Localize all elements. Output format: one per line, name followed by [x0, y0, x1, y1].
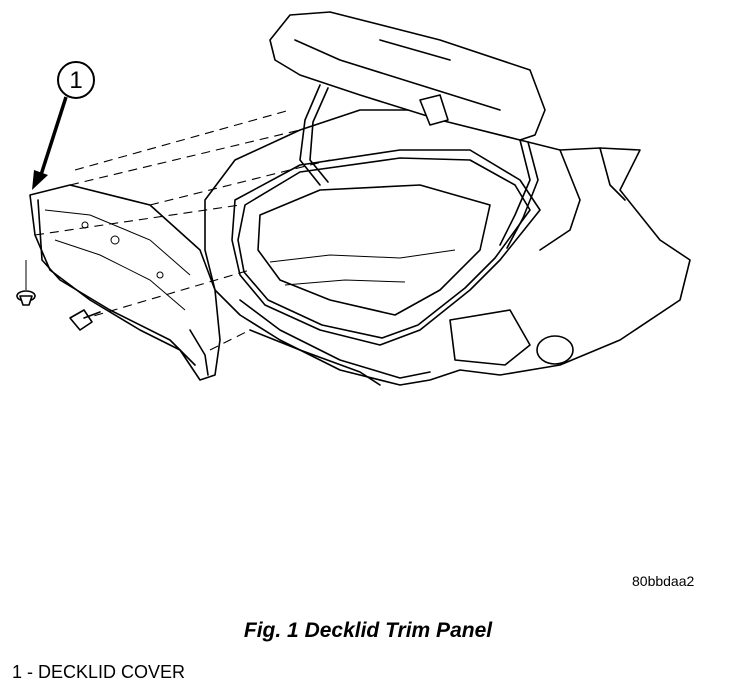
- figure-caption: Fig. 1 Decklid Trim Panel: [243, 619, 493, 642]
- push-pin-fastener-icon: [16, 260, 36, 306]
- assembly-lines: [34, 109, 331, 351]
- arrow-icon: [32, 96, 68, 190]
- decklid-cover-panel: [29, 184, 221, 381]
- panel-clip-icon: [69, 309, 101, 331]
- decklid-trim-panel-illustration: 1: [16, 11, 691, 386]
- vehicle-rear-body: [204, 109, 691, 386]
- callout-number: 1: [69, 67, 82, 94]
- reference-code: 80bbdaa2: [632, 573, 695, 589]
- legend-item: 1 - DECKLID COVER: [12, 662, 186, 682]
- callout-circle-icon: 1: [57, 61, 95, 99]
- decklid-open: [269, 11, 546, 249]
